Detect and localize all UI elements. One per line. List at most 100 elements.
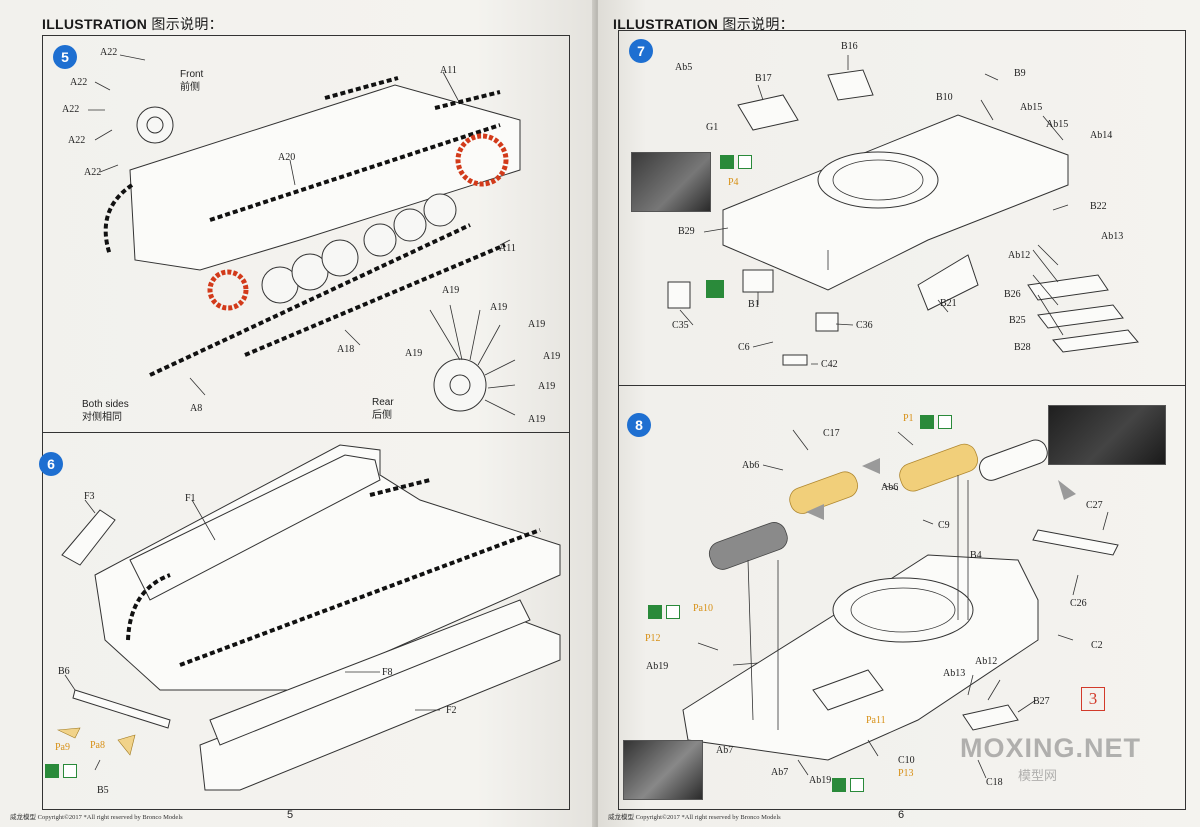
- plate-b17: [737, 94, 799, 131]
- label-c36: C36: [856, 320, 873, 331]
- footer-copyright: 威龙模型 Copyright©2017 *All right reserved …: [10, 814, 183, 821]
- label-ab6: Ab6: [881, 482, 899, 493]
- label-ab12: Ab12: [975, 656, 998, 667]
- label-a18: A18: [337, 344, 355, 355]
- label-a19: A19: [405, 348, 423, 359]
- label-ab13: Ab13: [943, 668, 966, 679]
- step-divider: [618, 385, 1186, 386]
- label-ab15: Ab15: [1046, 119, 1069, 130]
- label-c42: C42: [821, 359, 838, 370]
- label-p1: P1: [903, 413, 914, 424]
- instruction-frame: [618, 30, 1186, 810]
- label-c10: C10: [898, 755, 915, 766]
- label-a11: A11: [440, 65, 457, 76]
- label-b5: B5: [97, 785, 109, 796]
- label-a19: A19: [442, 285, 460, 296]
- label-a22: A22: [84, 167, 102, 178]
- cement-icon: [850, 778, 864, 792]
- label-a19: A19: [543, 351, 561, 362]
- detail-inset: [631, 152, 711, 212]
- label-b26: B26: [1004, 289, 1021, 300]
- label-c17: C17: [823, 428, 840, 439]
- plate-b21: [917, 254, 979, 311]
- glue-icon: [920, 415, 934, 429]
- label-pa10: Pa10: [693, 603, 713, 614]
- glue-icon: [720, 155, 734, 169]
- cement-icon: [738, 155, 752, 169]
- label-a19: A19: [490, 302, 508, 313]
- upper-hull: [94, 444, 561, 691]
- highlight-sprocket: [455, 133, 509, 187]
- label-c27: C27: [1086, 500, 1103, 511]
- glue-icon: [648, 605, 662, 619]
- turret-ring: [817, 151, 939, 209]
- upper-track: [209, 123, 501, 222]
- page-number: 6: [898, 809, 905, 821]
- header-title: ILLUSTRATION: [613, 16, 719, 32]
- cement-icon: [666, 605, 680, 619]
- photo-etch-icon: [706, 280, 724, 298]
- label-b21: B21: [940, 298, 957, 309]
- left-page: ILLUSTRATION 图示说明： 5: [0, 0, 596, 827]
- label-p13: P13: [898, 768, 914, 779]
- side-rail: [72, 689, 171, 729]
- label-c18: C18: [986, 777, 1003, 788]
- step-5-badge: 5: [53, 45, 77, 69]
- label-b10: B10: [936, 92, 953, 103]
- note-rear: Rear 后侧: [372, 397, 394, 421]
- page-header: ILLUSTRATION 图示说明：: [613, 14, 794, 34]
- label-ab19: Ab19: [809, 775, 832, 786]
- note-front: Front 前侧: [180, 69, 204, 93]
- label-a19: A19: [538, 381, 556, 392]
- label-c2: C2: [1091, 640, 1103, 651]
- hull-side: [129, 84, 521, 271]
- label-f2: F2: [446, 705, 457, 716]
- page-header: ILLUSTRATION 图示说明：: [42, 14, 223, 34]
- muffler-mesh-right: [899, 443, 979, 492]
- watermark: MOXING.NET: [960, 733, 1142, 763]
- right-page: ILLUSTRATION 图示说明： 7 B16: [598, 0, 1200, 827]
- plate-b16: [827, 69, 874, 101]
- muffler-c17: [978, 439, 1048, 481]
- page-mark-badge: 3: [1081, 687, 1105, 711]
- page-number: 5: [287, 809, 294, 821]
- label-a22: A22: [100, 47, 118, 58]
- label-ab13: Ab13: [1101, 231, 1124, 242]
- front-plate: [61, 509, 116, 566]
- label-ab7: Ab7: [771, 767, 789, 778]
- label-a22: A22: [68, 135, 86, 146]
- label-p12: P12: [645, 633, 661, 644]
- cement-icon: [938, 415, 952, 429]
- label-b28: B28: [1014, 342, 1031, 353]
- label-ab19: Ab19: [646, 661, 669, 672]
- label-pa8: Pa8: [90, 740, 105, 751]
- note-both-sides: Both sides 对侧相同: [82, 399, 129, 423]
- step-6-drawing: [56, 444, 561, 791]
- detail-inset: [623, 740, 703, 800]
- label-b17: B17: [755, 73, 772, 84]
- header-title-zh: 图示说明：: [722, 16, 794, 32]
- label-b27: B27: [1033, 696, 1050, 707]
- label-ab12: Ab12: [1008, 250, 1031, 261]
- glue-icon: [832, 778, 846, 792]
- book-gutter: [592, 0, 602, 827]
- label-c35: C35: [672, 320, 689, 331]
- label-a20: A20: [278, 152, 296, 163]
- label-b9: B9: [1014, 68, 1026, 79]
- muffler-mesh-left: [789, 471, 858, 514]
- step-5-drawing: [88, 54, 521, 416]
- step-8-drawing: [682, 429, 1119, 779]
- glue-icon: [45, 764, 59, 778]
- label-a22: A22: [70, 77, 88, 88]
- label-b4: B4: [970, 550, 982, 561]
- label-a19: A19: [528, 414, 546, 425]
- label-a19: A19: [528, 319, 546, 330]
- label-p4: P4: [728, 177, 739, 188]
- label-f3: F3: [84, 491, 95, 502]
- label-pa11: Pa11: [866, 715, 886, 726]
- part-c27: [1032, 529, 1119, 556]
- instruction-frame: [42, 35, 570, 810]
- label-pa9: Pa9: [55, 742, 70, 753]
- cement-icon: [63, 764, 77, 778]
- header-title-zh: 图示说明：: [151, 16, 223, 32]
